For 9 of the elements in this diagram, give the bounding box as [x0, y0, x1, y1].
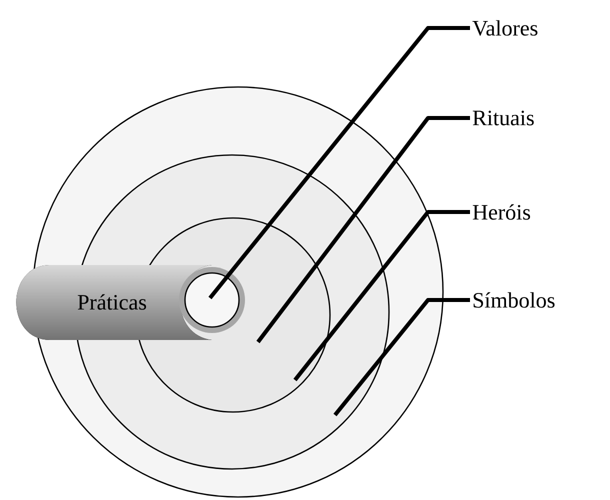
leader-line: [256, 116, 470, 344]
layer-label: Valores: [472, 20, 538, 36]
layer-label: Heróis: [472, 204, 530, 220]
leader-line: [333, 298, 470, 416]
layer-label: Símbolos: [474, 292, 555, 308]
leader-line: [208, 26, 470, 300]
layer-label: Rituais: [472, 110, 534, 126]
leader-line: [293, 210, 470, 382]
circle: [184, 272, 240, 328]
